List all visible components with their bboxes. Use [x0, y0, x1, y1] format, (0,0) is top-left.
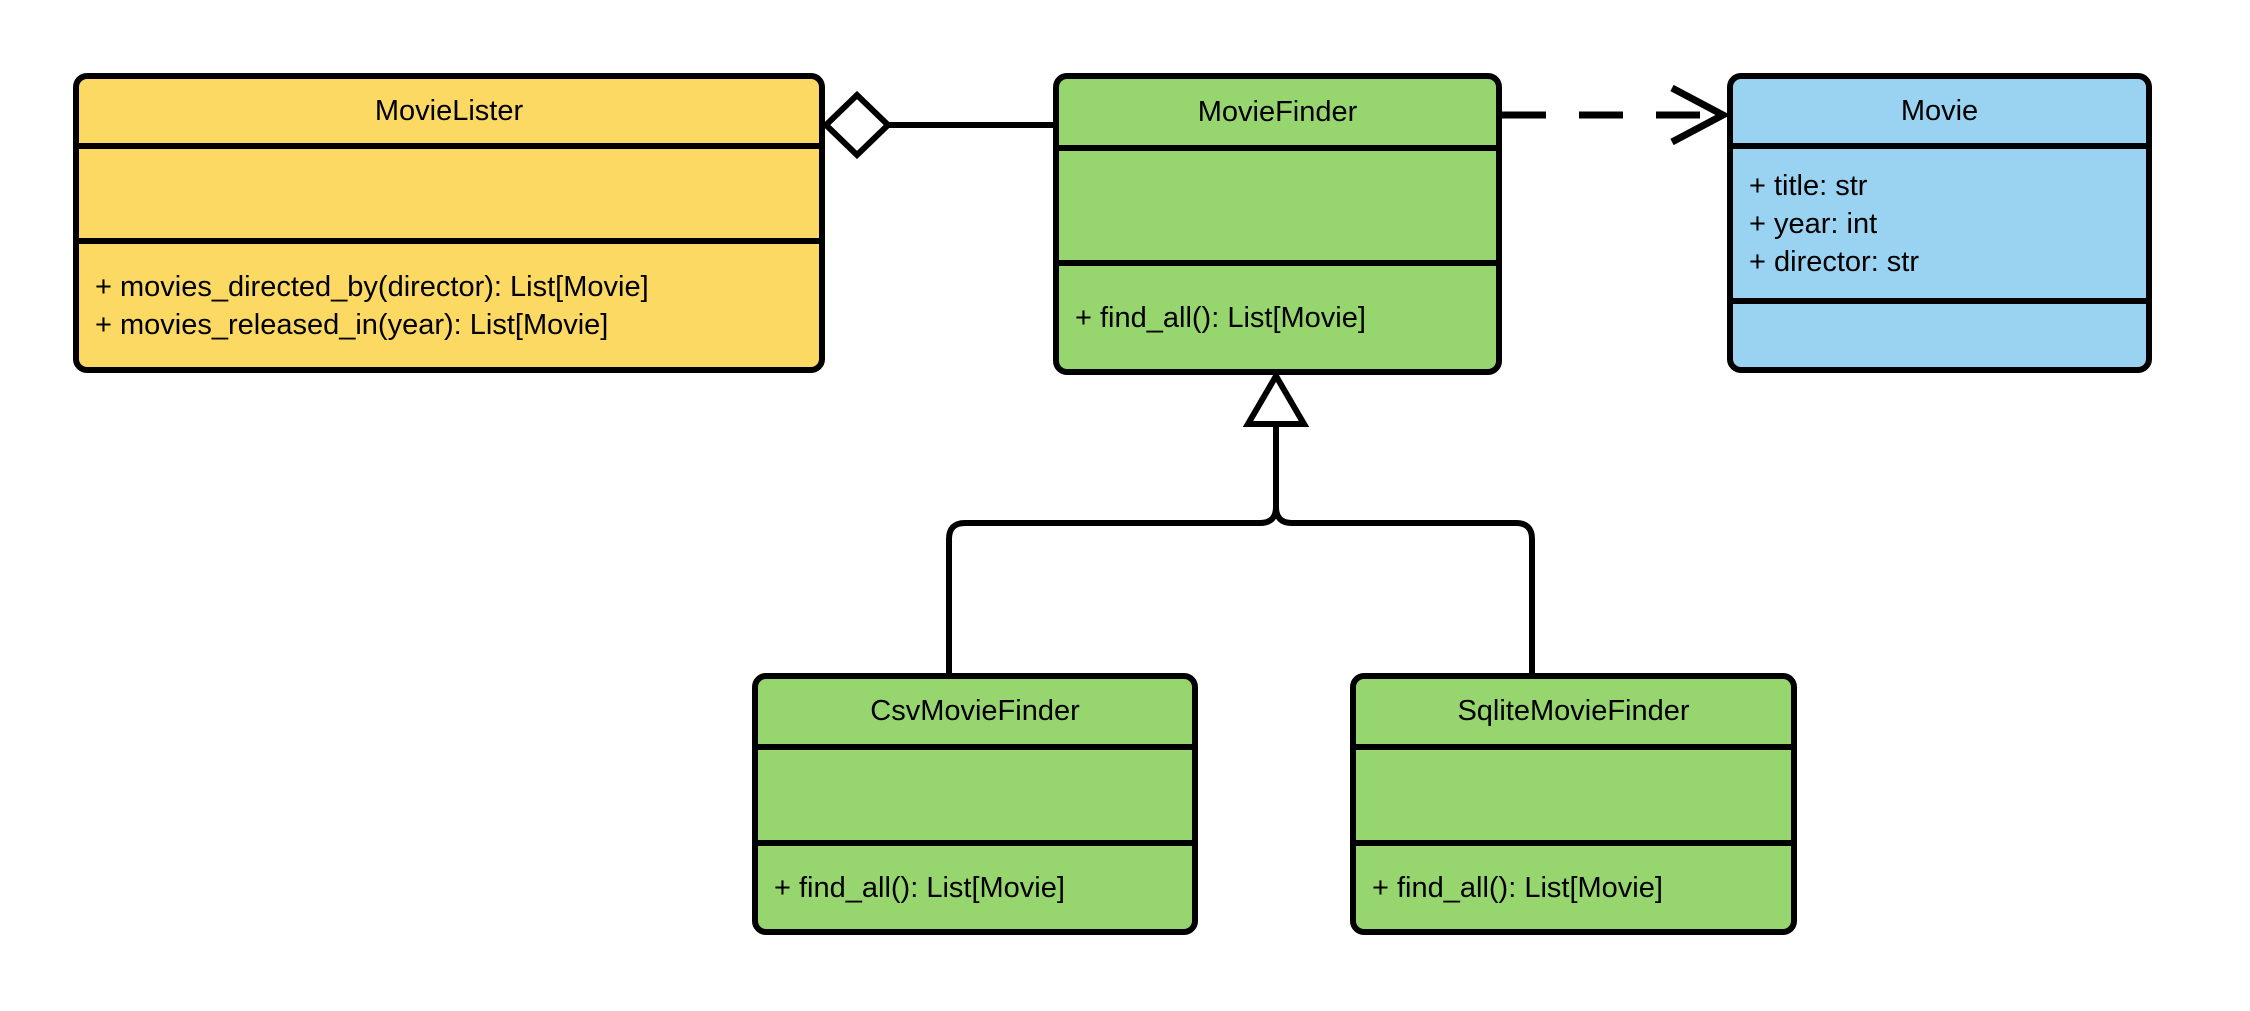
class-methods-compartment — [1733, 298, 2146, 367]
class-methods-compartment: + find_all(): List[Movie] — [1059, 260, 1496, 369]
method-label: + movies_released_in(year): List[Movie] — [95, 308, 609, 341]
class-box-csvmoviefinder: CsvMovieFinder + find_all(): List[Movie] — [752, 673, 1198, 935]
class-attributes-compartment — [1356, 744, 1791, 840]
class-methods-compartment: + find_all(): List[Movie] — [758, 840, 1192, 929]
attribute-label: + year: int — [1749, 207, 1878, 240]
dependency-connector-moviefinder-movie — [1502, 84, 1731, 146]
attribute-label: + director: str — [1749, 245, 1920, 278]
inheritance-branch-csvmoviefinder — [946, 424, 1279, 673]
dependency-open-arrow-icon — [1670, 84, 1731, 146]
class-title: MovieFinder — [1197, 95, 1358, 128]
attribute-label: + title: str — [1749, 169, 1868, 202]
class-title: MovieLister — [374, 94, 524, 127]
class-attributes-compartment: + title: str + year: int + director: str — [1733, 143, 2146, 298]
method-label: + find_all(): List[Movie] — [1372, 871, 1663, 904]
inheritance-triangle-icon — [1242, 370, 1310, 427]
class-box-movielister: MovieLister + movies_directed_by(directo… — [73, 73, 825, 373]
class-box-sqlitemoviefinder: SqliteMovieFinder + find_all(): List[Mov… — [1350, 673, 1797, 935]
inheritance-branch-sqlitemoviefinder — [1273, 506, 1535, 673]
aggregation-diamond-icon — [821, 90, 893, 160]
method-label: + find_all(): List[Movie] — [774, 871, 1065, 904]
class-attributes-compartment — [1059, 145, 1496, 260]
inheritance-connector-subclasses-moviefinder — [946, 370, 1535, 673]
class-attributes-compartment — [79, 143, 819, 238]
class-title: SqliteMovieFinder — [1457, 695, 1690, 727]
class-methods-compartment: + movies_directed_by(director): List[Mov… — [79, 238, 819, 367]
class-box-movie: Movie + title: str + year: int + directo… — [1727, 73, 2152, 373]
method-label: + movies_directed_by(director): List[Mov… — [95, 270, 649, 303]
class-title: Movie — [1900, 94, 1979, 127]
method-label: + find_all(): List[Movie] — [1075, 301, 1366, 334]
aggregation-connector-movielister-moviefinder — [821, 90, 1053, 160]
class-box-moviefinder: MovieFinder + find_all(): List[Movie] — [1053, 73, 1502, 375]
class-title: CsvMovieFinder — [870, 695, 1080, 727]
class-attributes-compartment — [758, 744, 1192, 840]
class-methods-compartment: + find_all(): List[Movie] — [1356, 840, 1791, 929]
